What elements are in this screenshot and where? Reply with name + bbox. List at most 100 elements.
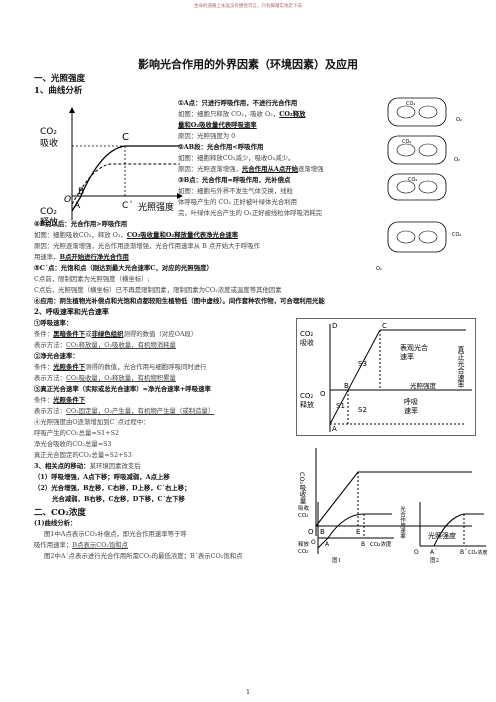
point-a-title: ①A点：只进行呼吸作用，不进行光合作用 <box>178 99 298 107</box>
real-l6: 净光合吸收的CO₂总量=S3 <box>34 440 112 448</box>
page-header: 生命的道路上永远没有捷径可言，只有脚踏实地走下去 <box>194 4 302 9</box>
svg-text:B: B <box>320 528 325 536</box>
section-2-heading: 二、CO₂浓度 <box>34 508 86 518</box>
svg-text:S3: S3 <box>358 360 367 368</box>
svg-text:释放: 释放 <box>300 400 314 409</box>
after-b-bold2: B点开始进行净光合作用 <box>59 253 129 261</box>
svg-text:O₂: O₂ <box>376 266 382 272</box>
real-cond: 光照条件下 <box>53 396 86 404</box>
svg-text:A: A <box>332 425 337 433</box>
svg-text:呼吸: 呼吸 <box>404 397 418 406</box>
co2-l2b: B点表示CO₂饱和点 <box>72 541 129 549</box>
svg-text:真正光合速率: 真正光合速率 <box>457 345 465 389</box>
shade-plant-curve <box>71 163 180 205</box>
label-B: B <box>78 187 84 197</box>
co2-fig1: 吸收 CO₂ 释放 CO₂ O A B CO₂浓度 <box>298 502 394 555</box>
svg-text:速率: 速率 <box>400 352 414 361</box>
point-b-title: ③B点：光合作用=呼吸作用，光补偿点 <box>178 176 291 184</box>
svg-text:C: C <box>382 322 387 330</box>
svg-text:CO₂浓度: CO₂浓度 <box>468 549 487 556</box>
rate-area-figure: CO₂ 吸收 CO₂ 释放 O A B C D S1 S2 S3 表观光合 速率… <box>296 318 476 436</box>
light-curve-figure: CO₂ 吸收 CO₂ 释放 O A B C C´ 光照强度 <box>40 107 183 228</box>
resp-cond: 黑暗条件下 <box>53 330 86 338</box>
resp-cond-label: 条件： <box>34 330 54 338</box>
svg-text:CO₂: CO₂ <box>300 392 313 400</box>
move-title2: 某环境因素改变后 <box>89 462 141 470</box>
svg-text:释放: 释放 <box>298 540 310 548</box>
svg-text:O₂: O₂ <box>456 117 462 123</box>
y-label-absorb: 吸收 <box>40 137 58 149</box>
svg-text:B´: B´ <box>460 549 467 556</box>
real-l5: 呼吸产生的CO₂总量=S1+S2 <box>34 429 120 437</box>
application-text: ⑥应用：阴生植物光补偿点和光饱和点都较阳生植物低（图中虚线）。间作套种农作物，可… <box>34 297 325 305</box>
point-b-text1: 如图：细胞与外界不发生气体交换，线粒 <box>178 187 294 195</box>
point-a-text2: 量和O₂吸收量代表呼吸速率 <box>178 121 257 129</box>
label-C-prime: C´ <box>122 200 133 211</box>
subsection-curve: 1、曲线分析 <box>34 86 83 96</box>
fig1-caption: 图1 <box>332 558 341 564</box>
svg-text:S1: S1 <box>336 402 345 410</box>
move-l2: （2）光合增强，B左移，C右移，D上移，C´右上移； <box>34 484 191 492</box>
svg-text:O: O <box>414 549 419 556</box>
after-b-text3: 用速率， <box>34 253 60 261</box>
svg-text:光照强度: 光照强度 <box>410 381 437 390</box>
svg-text:O: O <box>311 539 316 546</box>
cell-diagram-a: CO₂ O₂ <box>387 97 462 127</box>
cell-diagram-after-b: CO₂ O₂ <box>376 221 461 272</box>
svg-text:O: O <box>308 528 314 536</box>
net-cond2: 测得的数值，光合作用与细胞呼吸同时进行 <box>85 363 207 371</box>
real-title: ③真正光合速率（实际或总光合速率）=净光合速率+呼吸速率 <box>34 385 211 393</box>
segment-ab-bold: 光合作用从A点开始 <box>241 165 298 173</box>
label-C: C <box>122 132 129 143</box>
co2-l1: 图1中A点表示CO₂补偿点，即光合作用速率等于呼 <box>44 530 187 538</box>
net-cond: 光照条件下 <box>53 363 86 371</box>
net-rep: CO₂吸收量，O₂释放量，有机物积累量 <box>65 374 176 382</box>
point-b-text3: 完，叶绿体光合产生的 O₂正好被线粒体呼吸消耗完 <box>178 209 323 217</box>
point-b-text2: 体呼吸产生的 CO₂ 正好被叶绿体光合利用 <box>178 198 298 206</box>
cell-diagrams: CO₂ O₂ CO₂ O₂ CO₂ CO₂ O₂ <box>376 97 462 272</box>
svg-text:O₂: O₂ <box>454 157 460 163</box>
after-b-text1: 如图：细胞吸收CO₂，释放 O₂， <box>34 231 127 239</box>
svg-text:CO₂吸收量: CO₂吸收量 <box>298 472 306 504</box>
svg-text:CO₂浓度: CO₂浓度 <box>370 540 392 548</box>
resp-cond3: 非绿色组织 <box>91 330 124 338</box>
section-1-heading: 一、光照强度 <box>34 74 86 84</box>
svg-text:CO₂: CO₂ <box>402 139 411 145</box>
real-l7: 真正光合固定的CO₂总量=S2+S3 <box>34 451 132 459</box>
resp-cond4: 测得的数值（对应OA段） <box>123 330 198 338</box>
label-O: O <box>64 195 71 205</box>
segment-ab-title: ②AB段：光合作用<呼吸作用 <box>178 143 264 151</box>
real-l4: ④光照强度由O逐渐增加到C´点过程中： <box>34 418 150 426</box>
resp-title: ①呼吸速率： <box>34 319 73 327</box>
co2-l2: 吸作用速率； <box>34 541 73 549</box>
after-b-text2: 原因：光照逐渐增强，光合作用逐渐增强，光合作用速率从 B 点开始大于呼吸作 <box>34 242 261 250</box>
point-c-text1: C点前，限制因素为光照强度（横坐标）; <box>34 275 150 283</box>
net-title: ②净光合速率： <box>34 352 79 360</box>
resp-rep-label: 表示方法： <box>34 341 66 349</box>
svg-text:CO₂: CO₂ <box>298 513 308 519</box>
page-number: 1 <box>246 689 250 696</box>
label-A: A <box>74 201 81 211</box>
after-b-bold: CO₂吸收量和O₂释放量代表净光合速率 <box>126 231 239 239</box>
co2-curve-heading: (1)曲线分析： <box>34 519 77 527</box>
co2-fig2: 光合作用速率 O A´ B´ CO₂浓度 <box>399 502 487 556</box>
svg-text:B: B <box>344 382 349 390</box>
point-a-bold: CO₂释放 <box>279 110 306 118</box>
svg-text:吸收: 吸收 <box>298 504 310 512</box>
y-label-release: 释放 <box>40 216 58 228</box>
svg-text:CO₂: CO₂ <box>452 232 461 238</box>
svg-text:D: D <box>332 322 337 330</box>
segment-ab-text: 如图：细胞释放CO₂减少，吸收O₂减少。 <box>178 154 295 162</box>
point-c-title: ⑤C´点：光饱和点（刚达到最大光合速率C，对应的光照强度） <box>34 264 213 272</box>
co2-l3: 图2中A´点表示进行光合作用所需CO₂的最低浓度；B´表示CO₂饱和点 <box>44 552 243 560</box>
svg-text:A´: A´ <box>430 549 437 556</box>
real-rep-label: 表示方法： <box>34 407 66 415</box>
svg-text:CO₂: CO₂ <box>406 101 415 107</box>
move-l3: 光合减弱，B右移，C左移，D下移，C´左下移 <box>52 495 185 503</box>
fig2-caption: 图2 <box>430 558 439 564</box>
subsection-rates: 2、呼吸速率和光合速率 <box>34 307 109 316</box>
svg-text:吸收: 吸收 <box>300 338 314 347</box>
svg-text:光合作用速率: 光合作用速率 <box>399 505 406 540</box>
svg-text:A: A <box>325 541 330 548</box>
point-c-text2: C点后，光照强度（横坐标）已不再是限制因素，限制因素为CO₂浓度或温度等其他因素 <box>34 286 282 294</box>
